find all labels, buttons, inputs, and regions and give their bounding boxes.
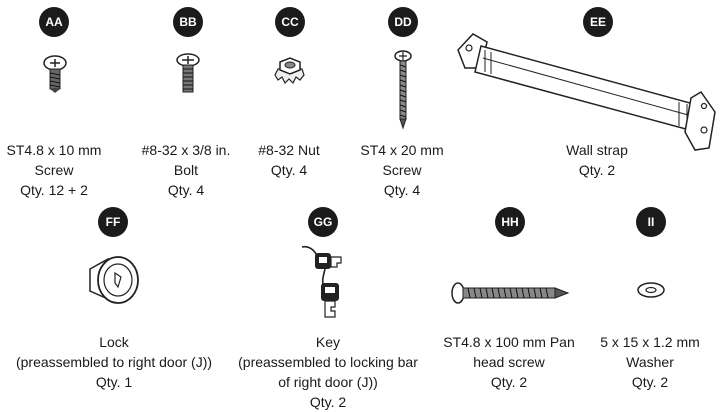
part-name: ST4.8 x 100 mm Pan [443,334,575,350]
part-caption: ST4 x 20 mm Screw Qty. 4 [360,140,443,200]
part-quantity: Qty. 4 [383,182,421,198]
part-note-continued: of right door (J)) [278,374,378,390]
part-quantity: Qty. 12 + 2 [20,182,88,198]
washer-icon [637,282,665,298]
part-name: 5 x 15 x 1.2 mm [600,334,700,350]
part-quantity: Qty. 2 [631,374,669,390]
machine-bolt-icon [176,53,200,93]
part-name: #8-32 Nut [258,142,320,158]
part-letter-badge: GG [308,207,338,237]
keys-icon [301,245,342,318]
part-caption: #8-32 Nut Qty. 4 [258,140,319,180]
part-letter-badge: EE [583,7,613,37]
pan-head-screw-icon [43,55,67,93]
wall-strap-icon [457,33,716,151]
part-quantity: Qty. 2 [309,394,347,410]
part-note: (preassembled to right door (J)) [15,354,213,370]
part-type: Screw [34,162,74,178]
part-letter-badge: DD [388,7,418,37]
part-name: Key [315,334,341,350]
part-letter-badge: FF [98,207,128,237]
part-type: Bolt [173,162,199,178]
part-quantity: Qty. 4 [167,182,205,198]
part-caption: #8-32 x 3/8 in. Bolt Qty. 4 [142,140,231,200]
part-letter-badge: CC [275,7,305,37]
part-quantity: Qty. 2 [578,162,616,178]
wood-screw-icon [394,50,412,130]
part-quantity: Qty. 2 [490,374,528,390]
part-caption: Wall strap Qty. 2 [566,140,628,180]
part-name: Lock [99,334,129,350]
part-type: Screw [382,162,422,178]
part-letter-badge: BB [173,7,203,37]
part-name: ST4 x 20 mm [360,142,444,158]
part-caption: Lock (preassembled to right door (J)) Qt… [16,332,212,392]
part-quantity: Qty. 1 [95,374,133,390]
part-name: #8-32 x 3/8 in. [141,142,231,158]
cam-lock-icon [89,256,139,304]
long-pan-head-screw-icon [451,282,570,304]
part-caption: ST4.8 x 100 mm Pan head screw Qty. 2 [443,332,575,392]
part-caption: ST4.8 x 10 mm Screw Qty. 12 + 2 [7,140,102,200]
part-letter-badge: AA [39,7,69,37]
part-caption: 5 x 15 x 1.2 mm Washer Qty. 2 [600,332,700,392]
part-caption: Key (preassembled to locking bar of righ… [238,332,418,412]
part-quantity: Qty. 4 [270,162,308,178]
part-type: Washer [626,354,674,370]
keps-nut-icon [274,57,305,85]
part-note: (preassembled to locking bar [238,354,418,370]
part-letter-badge: HH [495,207,525,237]
part-letter-badge: II [636,207,666,237]
part-name: Wall strap [566,142,628,158]
part-name: ST4.8 x 10 mm [6,142,102,158]
part-type: head screw [473,354,545,370]
